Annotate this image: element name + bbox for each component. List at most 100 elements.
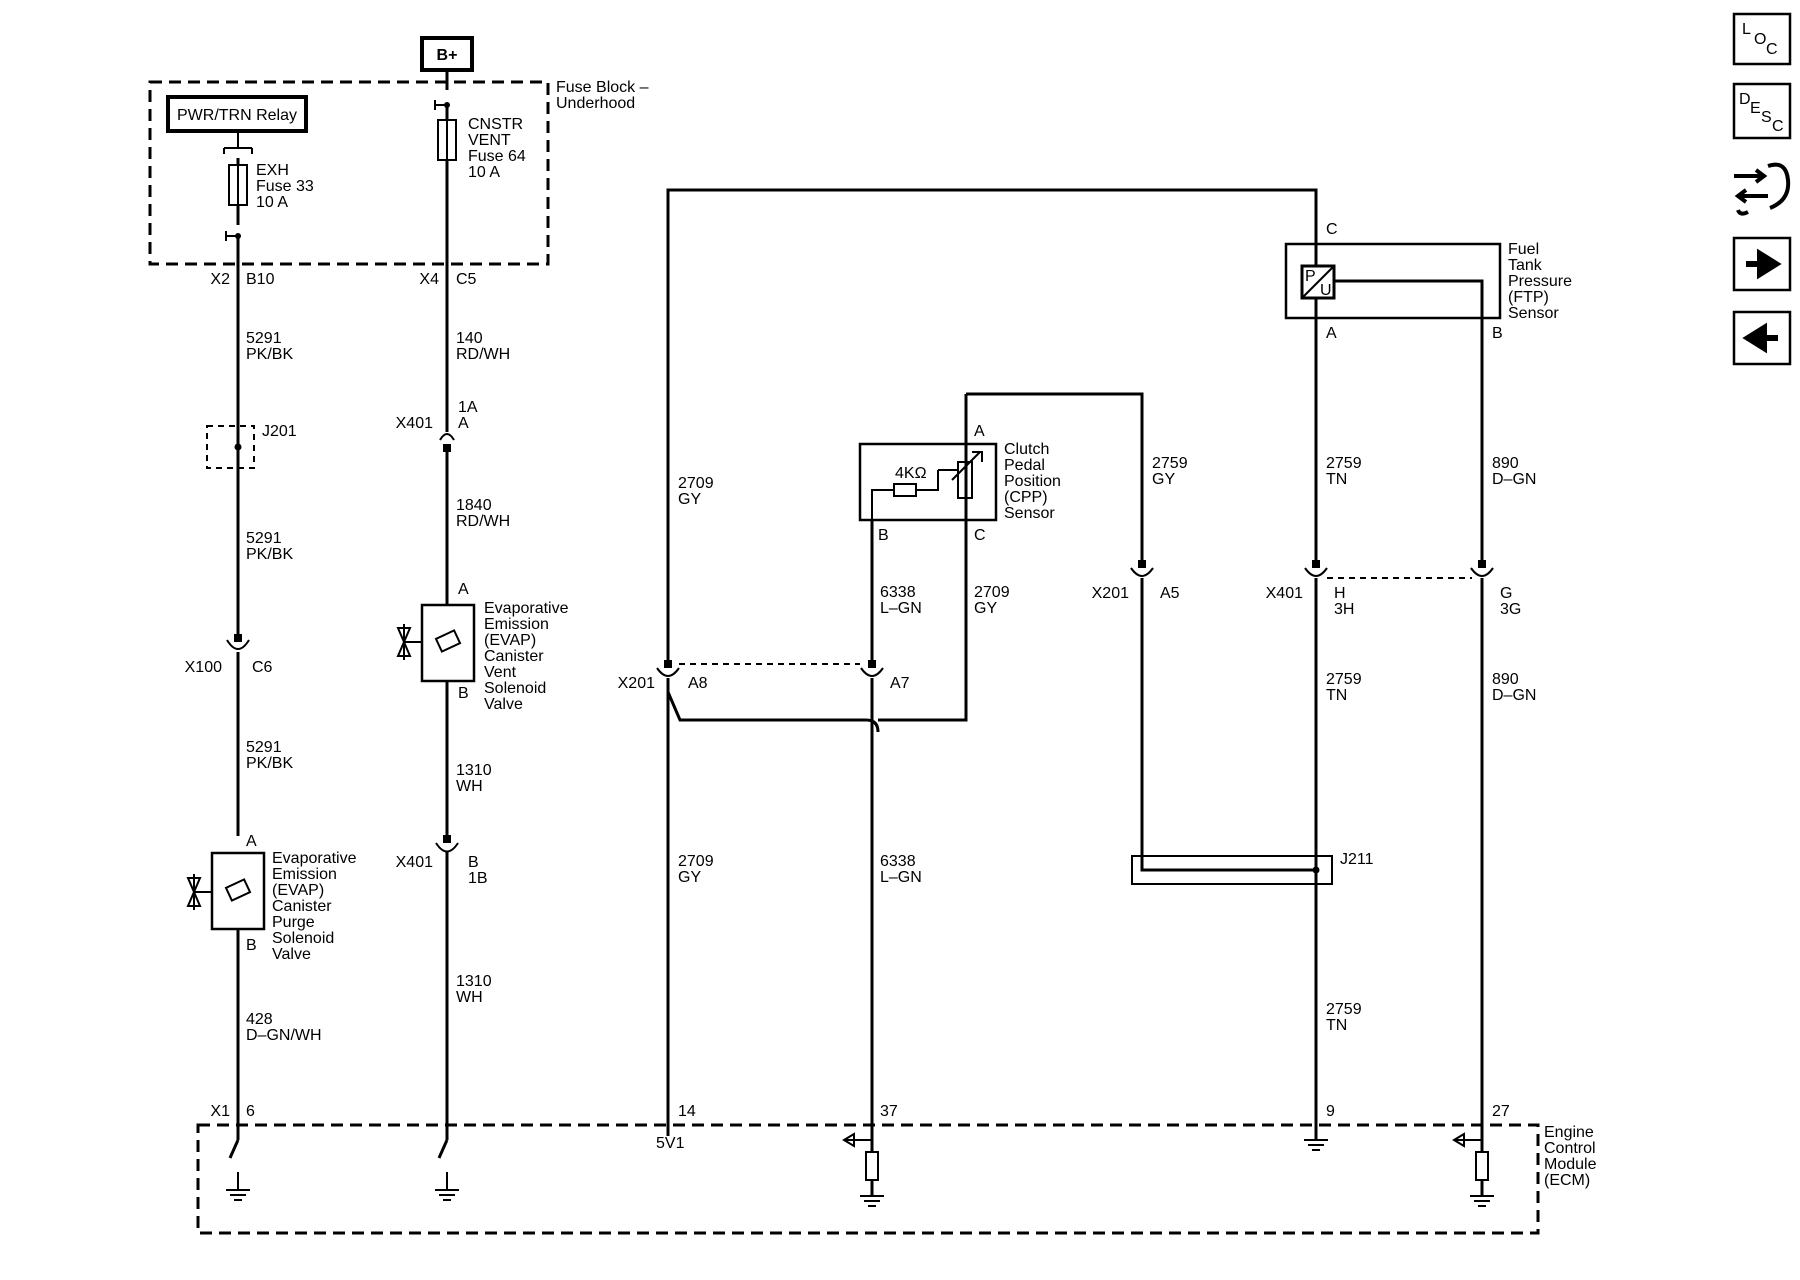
svg-text:(ECM): (ECM) — [1544, 1172, 1590, 1189]
svg-text:E: E — [1750, 100, 1761, 117]
pulldown-resistor-icon — [865, 1151, 879, 1181]
svg-text:PK/BK: PK/BK — [246, 546, 293, 563]
svg-text:C: C — [1766, 41, 1778, 58]
x1-label: X1 — [210, 1103, 230, 1120]
connector-tool-icon[interactable] — [1734, 162, 1791, 216]
x201-a5-connector — [1130, 567, 1154, 577]
x401-3g-pin: 3G — [1500, 601, 1521, 618]
svg-text:P: P — [1305, 268, 1316, 285]
wire-890-label-top: 890 D–GN — [1492, 455, 1536, 488]
svg-text:2709: 2709 — [974, 584, 1010, 601]
svg-text:2759: 2759 — [1326, 1001, 1362, 1018]
svg-text:Sensor: Sensor — [1004, 505, 1055, 522]
ftp-sensor-label: Fuel Tank Pressure (FTP) Sensor — [1508, 241, 1572, 322]
svg-text:Canister: Canister — [272, 898, 332, 915]
svg-text:TN: TN — [1326, 1017, 1347, 1034]
wire-6338-label-bottom: 6338 L–GN — [880, 853, 922, 886]
splice-j211-label: J211 — [1340, 851, 1374, 868]
previous-page-button[interactable] — [1732, 310, 1792, 366]
svg-text:L–GN: L–GN — [880, 600, 922, 617]
loc-button[interactable]: L O C — [1732, 12, 1792, 66]
ecm-label: Engine Control Module (ECM) — [1544, 1124, 1597, 1189]
ground-icon — [435, 1172, 459, 1201]
svg-text:1310: 1310 — [456, 762, 492, 779]
svg-text:Sensor: Sensor — [1508, 305, 1559, 322]
svg-text:10 A: 10 A — [468, 164, 500, 181]
x201-a7-connector — [860, 667, 884, 677]
ecm-pin-9: 9 — [1326, 1103, 1335, 1120]
ecm-pin-14: 14 — [678, 1103, 696, 1120]
desc-button[interactable]: D E S C — [1732, 82, 1792, 140]
cpp-pin-a: A — [974, 423, 985, 440]
cpp-pin-b: B — [878, 527, 889, 544]
x401-1b-connector — [435, 842, 459, 853]
cpp-sensor — [858, 442, 998, 522]
battery-source: B+ — [420, 36, 474, 72]
svg-text:Vent: Vent — [484, 664, 517, 681]
purge-valve-pin-b: B — [246, 937, 257, 954]
svg-text:(EVAP): (EVAP) — [484, 632, 536, 649]
svg-text:Pressure: Pressure — [1508, 273, 1572, 290]
x401-b-pin: B — [468, 854, 479, 871]
wire-1840-label: 1840 RD/WH — [456, 497, 510, 530]
svg-text:O: O — [1754, 31, 1766, 48]
vent-valve-pin-b: B — [458, 685, 469, 702]
x4-connector-label: X4 — [419, 271, 439, 288]
svg-text:890: 890 — [1492, 455, 1519, 472]
svg-text:140: 140 — [456, 330, 483, 347]
svg-text:WH: WH — [456, 778, 483, 795]
x401-1b-label: X401 — [396, 854, 433, 871]
wire-2759-gy — [966, 392, 1144, 560]
fuse-block-outline — [148, 80, 550, 266]
wire-1310-label-2: 1310 WH — [456, 973, 492, 1006]
svg-text:Pedal: Pedal — [1004, 457, 1045, 474]
svg-text:L: L — [1742, 21, 1751, 38]
ecm-pin-27: 27 — [1492, 1103, 1510, 1120]
ground-icon — [226, 1172, 250, 1201]
svg-text:Tank: Tank — [1508, 257, 1543, 274]
svg-text:Engine: Engine — [1544, 1124, 1594, 1141]
svg-text:GY: GY — [678, 491, 701, 508]
svg-text:D–GN/WH: D–GN/WH — [246, 1027, 322, 1044]
fuse-64-label: CNSTR VENT Fuse 64 10 A — [468, 116, 526, 181]
ground-icon — [860, 1195, 884, 1207]
svg-text:PK/BK: PK/BK — [246, 755, 293, 772]
vent-valve-label: Evaporative Emission (EVAP) Canister Ven… — [484, 600, 569, 713]
wire-2759-gy-lower — [1140, 578, 1316, 872]
svg-text:2759: 2759 — [1326, 455, 1362, 472]
next-page-button[interactable] — [1732, 236, 1792, 292]
svg-text:Purge: Purge — [272, 914, 315, 931]
wire-5291-label-3: 5291 PK/BK — [246, 739, 293, 772]
ftp-pin-b: B — [1492, 325, 1503, 342]
x201-a8-label: X201 — [618, 675, 655, 692]
x1-pin: 6 — [246, 1103, 255, 1120]
cpp-pin-c: C — [974, 527, 986, 544]
ftp-sensor — [1284, 242, 1502, 320]
wire-890-label-bottom: 890 D–GN — [1492, 671, 1536, 704]
svg-text:10 A: 10 A — [256, 194, 288, 211]
svg-text:D: D — [1739, 91, 1751, 108]
vent-valve-pin-a: A — [458, 581, 469, 598]
ground-icon — [1470, 1195, 1494, 1207]
svg-text:2709: 2709 — [678, 853, 714, 870]
svg-text:Fuse 33: Fuse 33 — [256, 178, 314, 195]
svg-text:Canister: Canister — [484, 648, 544, 665]
relay-box: PWR/TRN Relay — [166, 95, 308, 133]
svg-text:CNSTR: CNSTR — [468, 116, 523, 133]
svg-text:Solenoid: Solenoid — [484, 680, 546, 697]
wire-2759-gy-label: 2759 GY — [1152, 455, 1188, 488]
wire-2709-label-top: 2709 GY — [678, 475, 714, 508]
wire-2709-top — [666, 188, 1318, 660]
svg-text:(FTP): (FTP) — [1508, 289, 1549, 306]
wire-2709-label-bottom: 2709 GY — [678, 853, 714, 886]
svg-text:2759: 2759 — [1326, 671, 1362, 688]
x201-a7-pin: A7 — [890, 675, 910, 692]
vent-solenoid-valve — [420, 603, 476, 683]
x201-a5-pin: A5 — [1160, 585, 1180, 602]
x100-connector — [226, 639, 250, 650]
svg-text:2759: 2759 — [1152, 455, 1188, 472]
svg-text:Emission: Emission — [484, 616, 549, 633]
x401-g-pin: G — [1500, 585, 1512, 602]
svg-text:1840: 1840 — [456, 497, 492, 514]
